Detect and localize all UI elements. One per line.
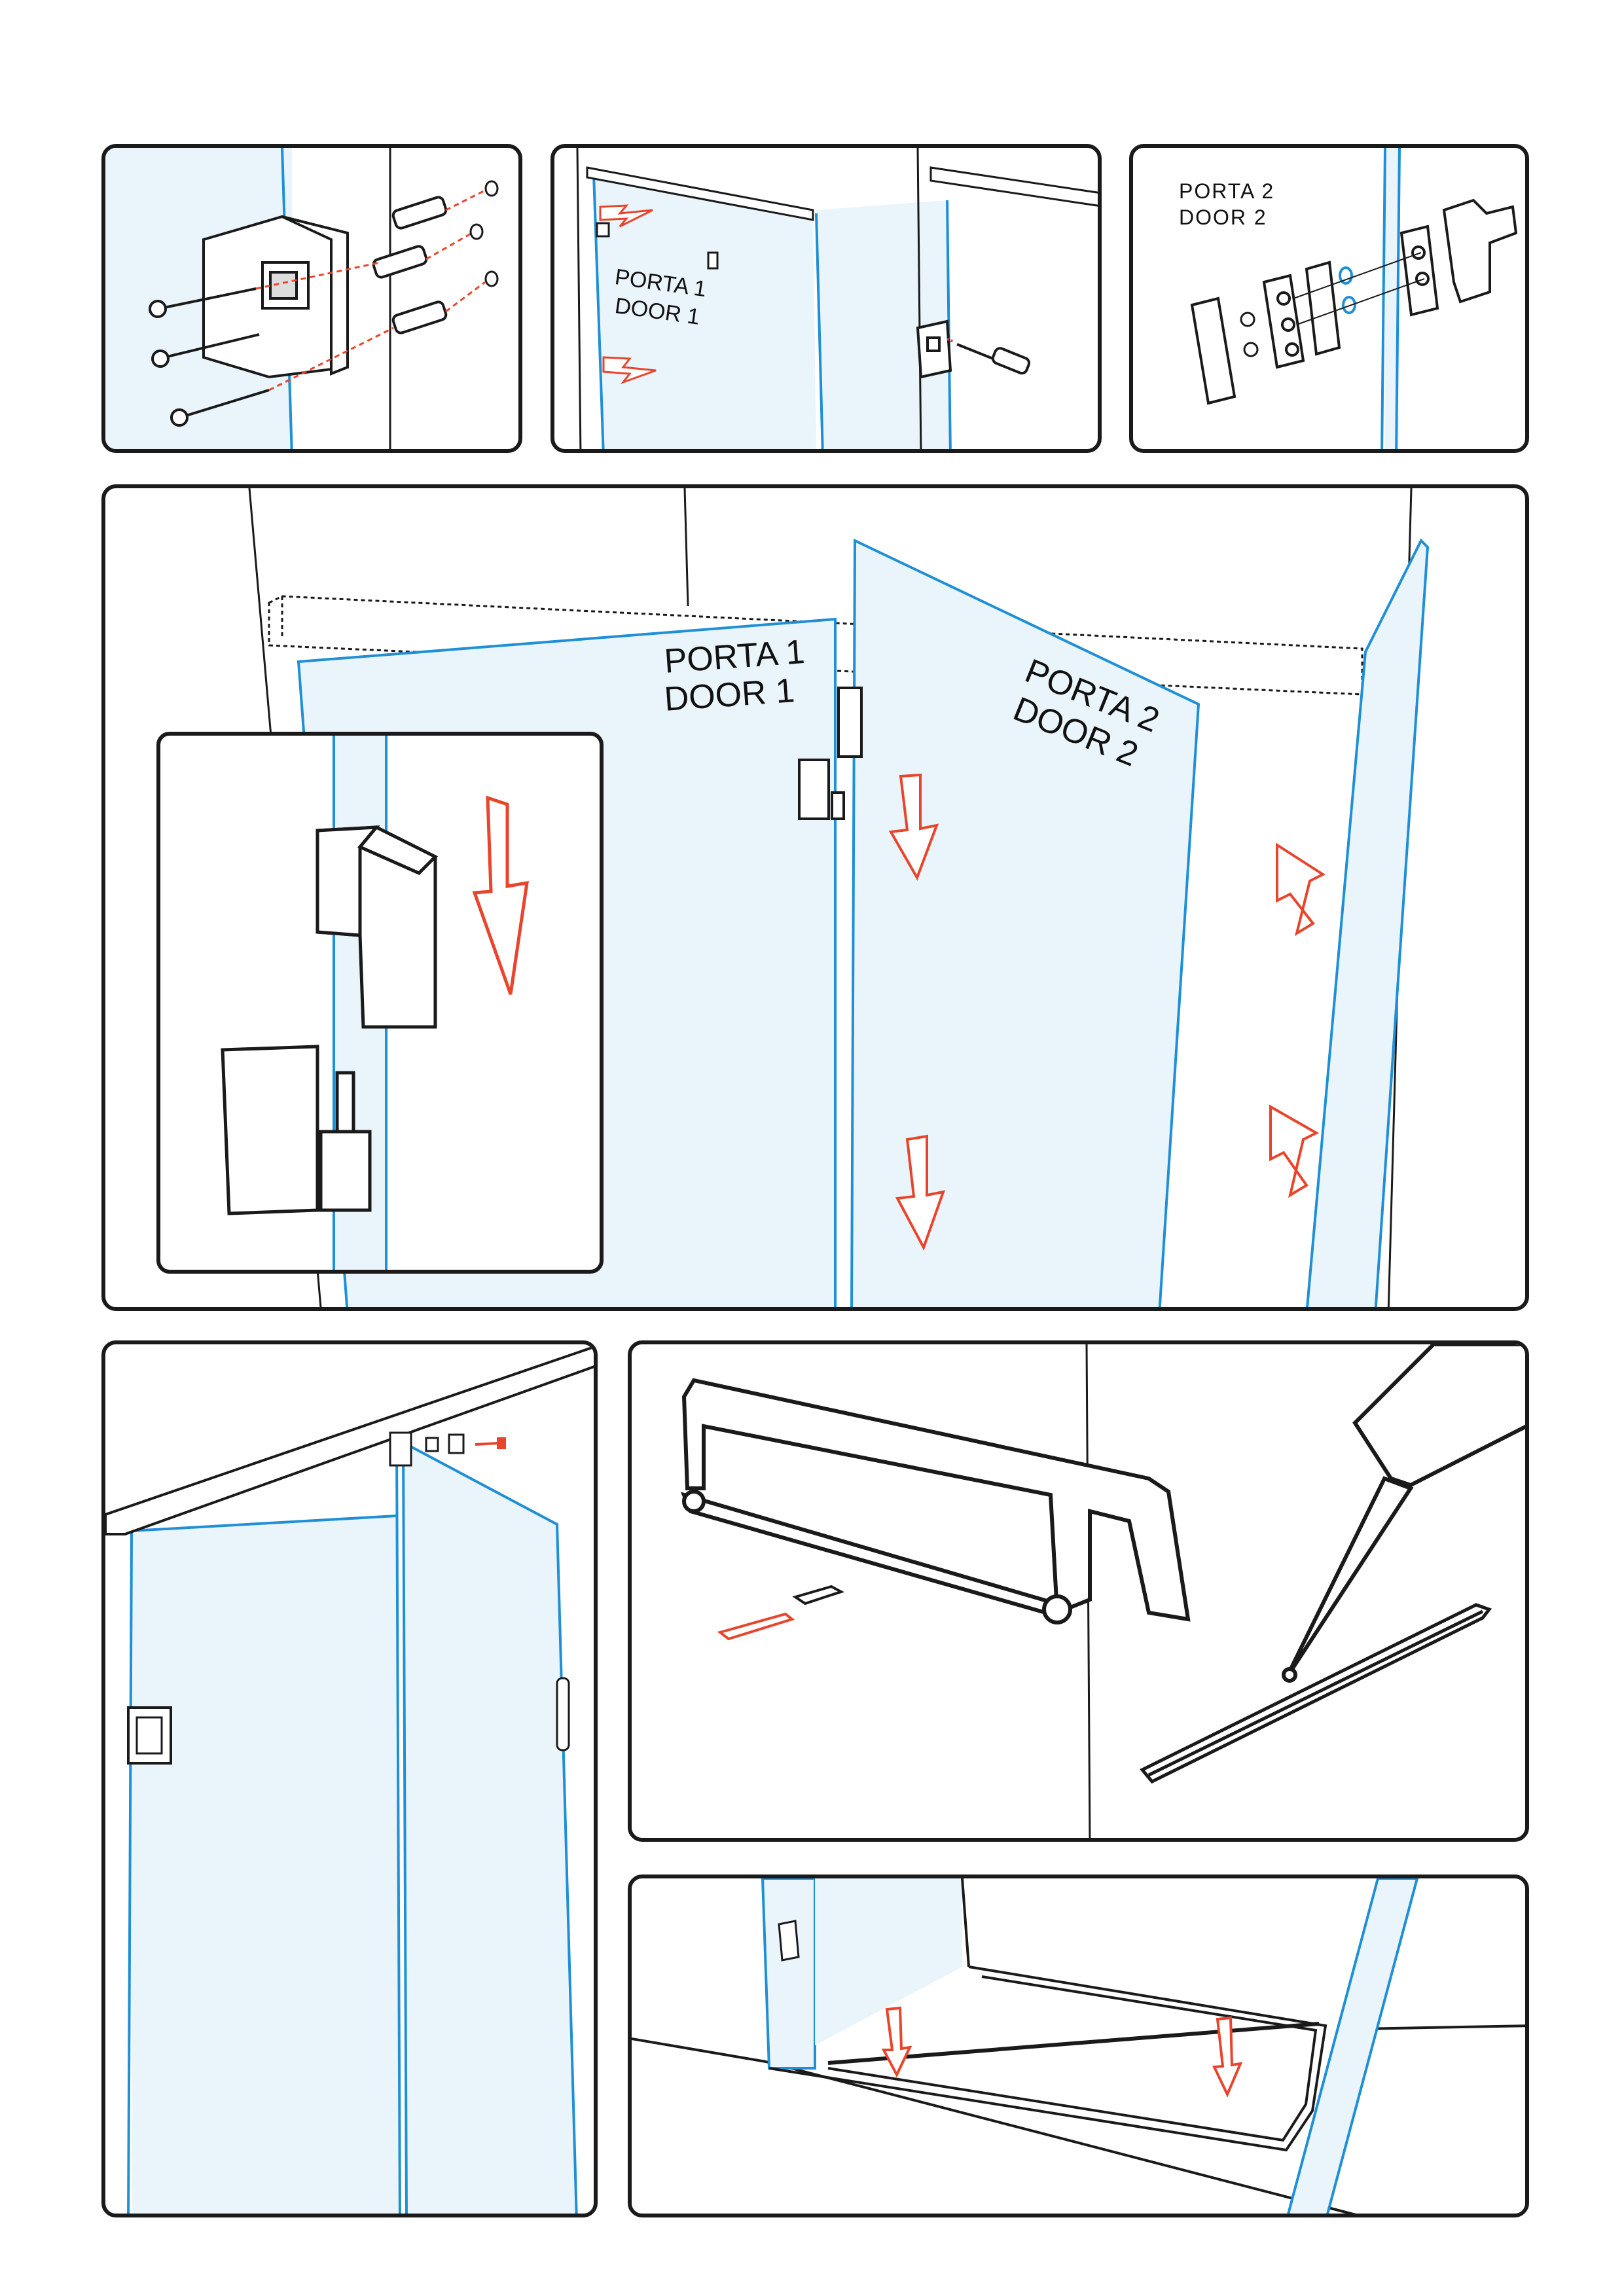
hinge-lower-part-icon: [221, 1045, 372, 1215]
screw-icon: [475, 1437, 506, 1449]
top-rail: [586, 166, 814, 221]
cut-and-seal-illustration: [680, 1344, 1525, 1838]
hinge-plate-icon: [596, 222, 610, 238]
glass-panel-door1: [761, 1878, 816, 2070]
direction-arrow-icon: [888, 773, 1326, 1251]
door2-hinge-parts-illustration: [1190, 148, 1518, 449]
glass-panel-door2: [401, 1440, 578, 2214]
step-panel-hang-doors: PORTA 1 DOOR 1 PORTA 2 DOOR 2: [101, 484, 1529, 1311]
glass-panel-door2: [815, 1878, 962, 2045]
hinge-plate-icon: [1262, 274, 1305, 369]
door-handle-icon: [556, 1677, 570, 1751]
step-panel-door2-hinge-parts: PORTA 2 DOOR 2: [1129, 144, 1529, 453]
glass-panel-door2: [850, 538, 1200, 1307]
step-panel-cut-and-seal-profile: [628, 1340, 1529, 1842]
hacksaw-icon: [680, 1378, 1191, 1624]
profile-strip-icon: [1140, 1603, 1492, 1784]
screw-icon: [149, 287, 270, 427]
screwdriver-icon: [947, 338, 1031, 375]
profile-strip-icon: [792, 1585, 845, 1605]
direction-arrow-icon: [599, 204, 653, 228]
cut-piece-icon: [717, 1612, 795, 1641]
glass-panel-door1: [594, 174, 816, 449]
assembly-guides: [1293, 252, 1425, 325]
bottom-seal-illustration: [632, 1878, 1525, 2214]
wall-bracket-illustration: [105, 148, 499, 449]
silicone-tube-icon: [1282, 1344, 1525, 1683]
hinge-bracket-icon: [1442, 198, 1518, 304]
door1-placement-illustration: [576, 148, 1098, 449]
rail-end-cap-icon: [389, 1431, 412, 1467]
top-rail-outline: [268, 595, 1363, 696]
door2-label-en: DOOR 2: [1179, 206, 1267, 229]
screw-icon: [1240, 312, 1259, 357]
top-rail-right: [929, 166, 1098, 207]
hinge-detail-illustration: [221, 736, 529, 1270]
direction-arrow-icon: [472, 795, 529, 995]
gasket-icon: [1305, 260, 1341, 356]
glass-panel-door2: [816, 200, 950, 449]
glass-panel-fixed: [1287, 1878, 1419, 2214]
hinge-plate-icon: [1399, 224, 1439, 317]
washer-icon: [1339, 266, 1356, 314]
drill-hole-icon: [469, 180, 499, 287]
hinge-plate-icon: [707, 251, 719, 270]
step-panel-wall-bracket: [101, 144, 522, 453]
direction-arrow-icon: [602, 356, 657, 385]
step-panel-fix-rail-end: [101, 1340, 598, 2217]
hinge-bracket-icon: [798, 687, 863, 820]
alignment-guides: [255, 189, 486, 391]
detail-inset-hinge: [156, 732, 604, 1274]
direction-arrow-icon: [881, 2006, 1243, 2098]
hinge-bracket-icon: [916, 319, 952, 379]
hinge-cover-icon: [1190, 296, 1236, 405]
hinge-plate-icon: [778, 1920, 800, 1962]
top-rail: [105, 1346, 594, 1535]
glass-panel-door1: [132, 1515, 400, 2214]
fix-rail-end-illustration: [105, 1346, 594, 2214]
step-panel-door1-placement: PORTA 1 DOOR 1: [550, 144, 1102, 453]
glass-panel-fixed: [1306, 538, 1430, 1307]
screw-icon: [425, 1433, 465, 1454]
wall-plug-icon: [372, 196, 448, 334]
step-panel-apply-bottom-seal: [628, 1874, 1529, 2217]
hinge-bracket-icon: [202, 215, 349, 379]
shower-tray-icon: [768, 1965, 1327, 2152]
door2-label: PORTA 2: [1179, 179, 1275, 203]
hinge-upper-part-icon: [316, 825, 439, 1029]
